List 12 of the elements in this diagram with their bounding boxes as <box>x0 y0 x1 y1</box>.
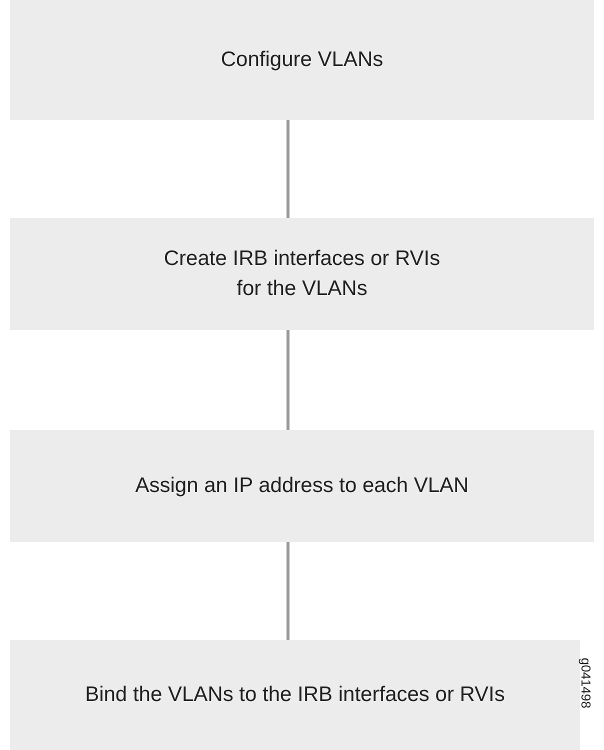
process-box <box>10 430 594 542</box>
process-box <box>10 640 580 750</box>
process-box <box>10 218 594 330</box>
step-text: Bind the VLANs to the IRB interfaces or RVIs <box>85 682 505 708</box>
step-text: Assign an IP address to each VLAN <box>135 473 469 499</box>
connector-line <box>286 542 290 640</box>
connector-line <box>286 120 290 218</box>
figure-id: g041498 <box>578 658 592 708</box>
connector-line <box>286 330 290 430</box>
step-text: Create IRB interfaces or RVIs for the VLANs <box>162 246 442 302</box>
process-box <box>10 0 594 120</box>
step-text: Configure VLANs <box>220 47 384 73</box>
